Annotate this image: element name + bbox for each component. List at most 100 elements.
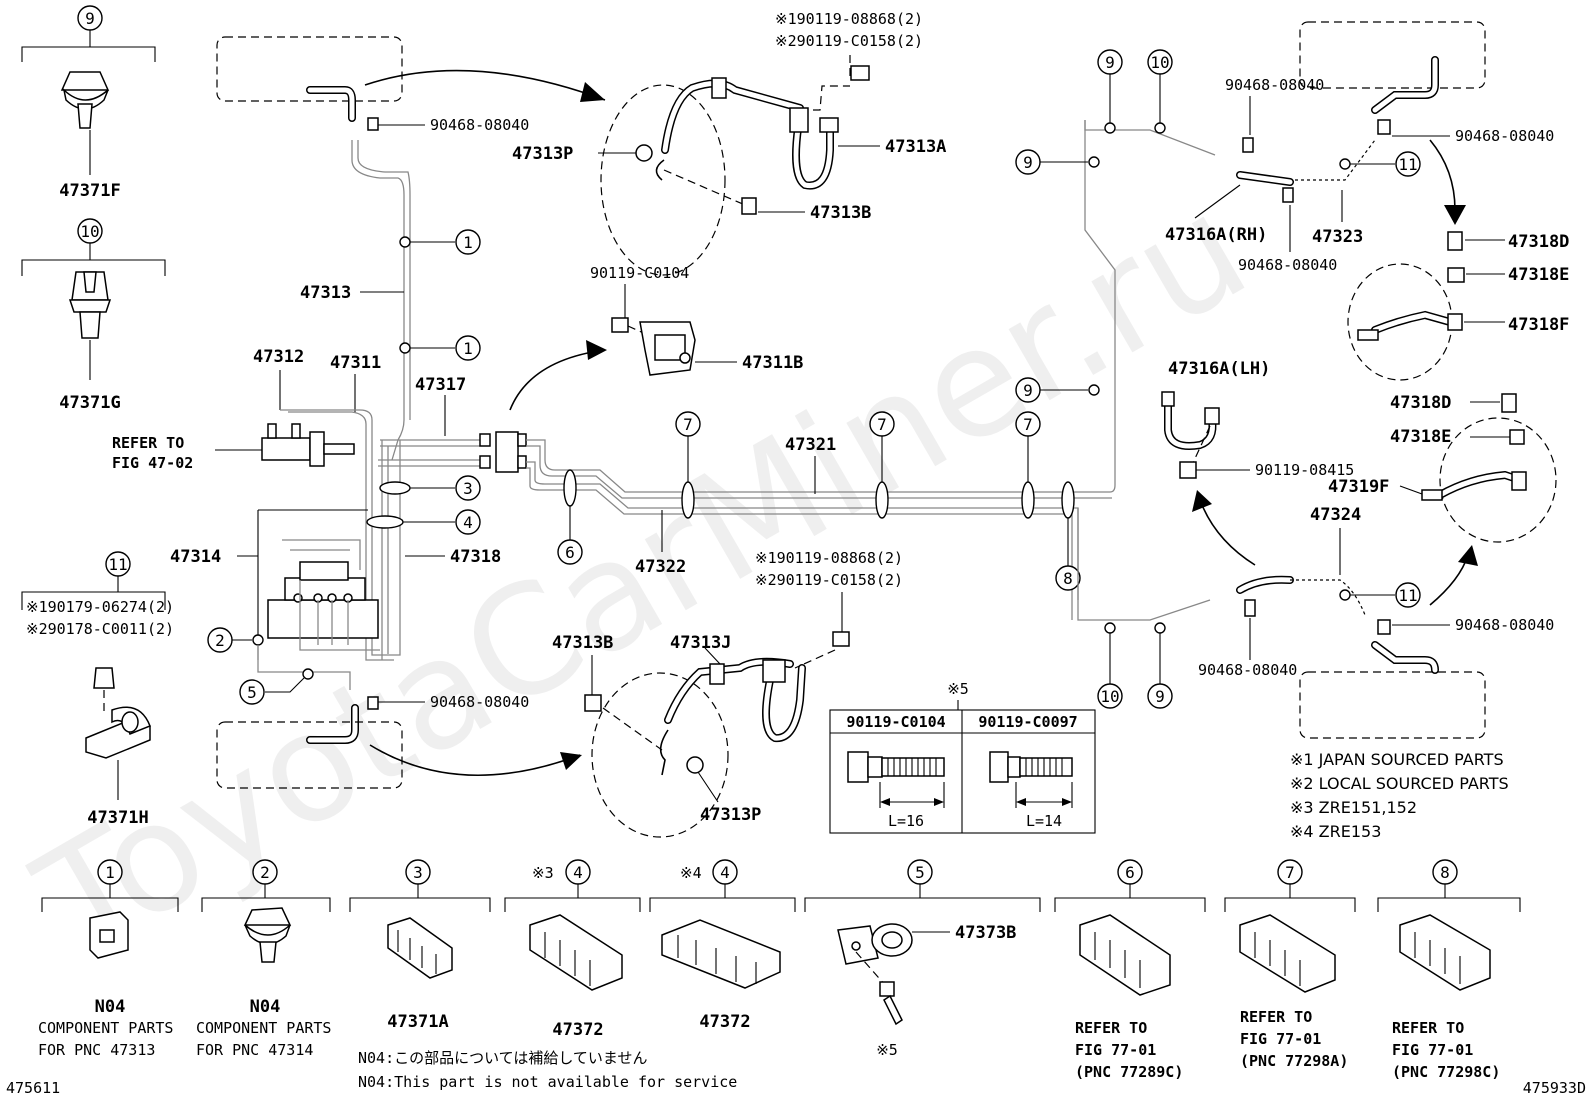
- part-47316A-RH: 47316A(RH): [1165, 225, 1267, 245]
- bolt-length-1: L=16: [888, 812, 924, 830]
- callout-9-a: 9: [1105, 53, 1115, 72]
- group-2-line1: COMPONENT PARTS: [196, 1019, 331, 1037]
- callout-7-a: 7: [683, 415, 693, 434]
- bracket-47311B-icon: [639, 321, 696, 376]
- legend-4: ※4 ZRE153: [1290, 822, 1381, 841]
- clip-note-2: ※290178-C0011(2): [26, 620, 174, 638]
- clamp-6-icon: [1079, 914, 1171, 996]
- callout-6: 6: [565, 543, 575, 562]
- clamp-47372-a-icon: [529, 914, 623, 991]
- group-4a-num: 4: [573, 863, 583, 882]
- callout-9: 9: [85, 9, 95, 28]
- part-90119-C0104: 90119-C0104: [590, 264, 689, 282]
- callout-9-d: 9: [1155, 687, 1165, 706]
- part-47372-b: 47372: [699, 1012, 750, 1032]
- part-47312: 47312: [253, 347, 304, 367]
- part-47324: 47324: [1310, 505, 1361, 525]
- group-4b-num: 4: [720, 863, 730, 882]
- callout-11-b: 11: [1398, 586, 1417, 605]
- footnote-en: N04:This part is not available for servi…: [358, 1073, 737, 1091]
- part-90468-f: 90468-08040: [1198, 661, 1297, 679]
- part-90468-g: 90468-08040: [1455, 616, 1554, 634]
- clip-47371F-icon: [60, 71, 110, 129]
- group-2-line2: FOR PNC 47314: [196, 1041, 313, 1059]
- bolt-c0097-icon: [989, 751, 1073, 808]
- callout-1-b: 1: [463, 339, 473, 358]
- callout-10-a: 10: [1150, 53, 1169, 72]
- part-47323: 47323: [1312, 227, 1363, 247]
- part-90468-a: 90468-08040: [430, 116, 529, 134]
- callout-10: 10: [80, 222, 99, 241]
- part-47372-a: 47372: [552, 1020, 603, 1040]
- lower-note-2: ※290119-C0158(2): [755, 571, 903, 589]
- part-47313: 47313: [300, 283, 351, 303]
- group-2-pn: N04: [250, 997, 281, 1017]
- part-47371H: 47371H: [87, 808, 148, 828]
- part-47317: 47317: [415, 375, 466, 395]
- part-47318F: 47318F: [1508, 315, 1569, 335]
- part-90468-d: 90468-08040: [1238, 256, 1337, 274]
- refer-fig-47-02-line2: FIG 47-02: [112, 454, 193, 472]
- clamp-47372-b-icon: [661, 919, 781, 989]
- clamp-47371A-icon: [387, 917, 453, 979]
- figure-id-right: 475933D: [1523, 1079, 1586, 1097]
- clip-n04-a-icon: [89, 911, 129, 959]
- callout-10-b: 10: [1100, 687, 1119, 706]
- part-47313B-top: 47313B: [810, 203, 871, 223]
- callout-7-b: 7: [877, 415, 887, 434]
- clamp-8-icon: [1399, 914, 1491, 991]
- clip-group-9: 9 47371F: [21, 5, 156, 201]
- part-90468-b: 90468-08040: [430, 693, 529, 711]
- callout-11: 11: [108, 555, 127, 574]
- part-47318E-b: 47318E: [1390, 427, 1451, 447]
- legend-3: ※3 ZRE151,152: [1290, 798, 1417, 817]
- group-8-line3: (PNC 77298C): [1392, 1063, 1500, 1081]
- callout-3: 3: [463, 479, 473, 498]
- callout-4: 4: [463, 513, 473, 532]
- part-47318: 47318: [450, 547, 501, 567]
- part-47313J: 47313J: [670, 633, 731, 653]
- part-47371G: 47371G: [59, 393, 120, 413]
- part-47311B: 47311B: [742, 353, 803, 373]
- group-5-mark: ※5: [876, 1041, 898, 1059]
- figure-id-left: 475611: [6, 1079, 60, 1097]
- header-note-2: ※290119-C0158(2): [775, 32, 923, 50]
- part-47313B-bottom: 47313B: [552, 633, 613, 653]
- clip-n04-b-icon: [243, 907, 292, 963]
- bolt-length-2: L=14: [1026, 812, 1062, 830]
- lower-note-1: ※190119-08868(2): [755, 549, 903, 567]
- bolt-table-header-2: 90119-C0097: [978, 713, 1077, 731]
- part-47318D-a: 47318D: [1508, 232, 1569, 252]
- part-47321: 47321: [785, 435, 836, 455]
- part-90468-c: 90468-08040: [1225, 76, 1324, 94]
- part-47371F: 47371F: [59, 181, 120, 201]
- legend-1: ※1 JAPAN SOURCED PARTS: [1290, 750, 1504, 769]
- detail-box-top-right: [1299, 21, 1486, 89]
- clip-47371H-icon: [85, 667, 151, 759]
- part-47313P-top: 47313P: [512, 144, 573, 164]
- group-6-num: 6: [1125, 863, 1135, 882]
- callout-1-a: 1: [463, 233, 473, 252]
- group-1-line2: FOR PNC 47313: [38, 1041, 155, 1059]
- part-47371A: 47371A: [387, 1012, 448, 1032]
- detail-box-bottom-left: [216, 721, 403, 789]
- group-2-num: 2: [260, 863, 270, 882]
- callout-2: 2: [215, 631, 225, 650]
- clip-47371G-icon: [68, 271, 112, 339]
- clip-group-10: 10 47371G: [21, 218, 166, 413]
- callout-5: 5: [247, 683, 257, 702]
- part-47318D-b: 47318D: [1390, 393, 1451, 413]
- part-47318E-a: 47318E: [1508, 265, 1569, 285]
- part-47322: 47322: [635, 557, 686, 577]
- detail-box-top-left: [216, 36, 403, 102]
- part-90119-08415: 90119-08415: [1255, 461, 1354, 479]
- group-6-line2: FIG 77-01: [1075, 1041, 1156, 1059]
- group-1-pn: N04: [95, 997, 126, 1017]
- callout-9-c: 9: [1023, 381, 1033, 400]
- legend-2: ※2 LOCAL SOURCED PARTS: [1290, 774, 1509, 793]
- group-4b-mark: ※4: [680, 864, 702, 882]
- part-47313P-bottom: 47313P: [700, 805, 761, 825]
- bolt-table-mark: ※5: [947, 680, 969, 698]
- clamp-47373B-icon: [837, 923, 913, 965]
